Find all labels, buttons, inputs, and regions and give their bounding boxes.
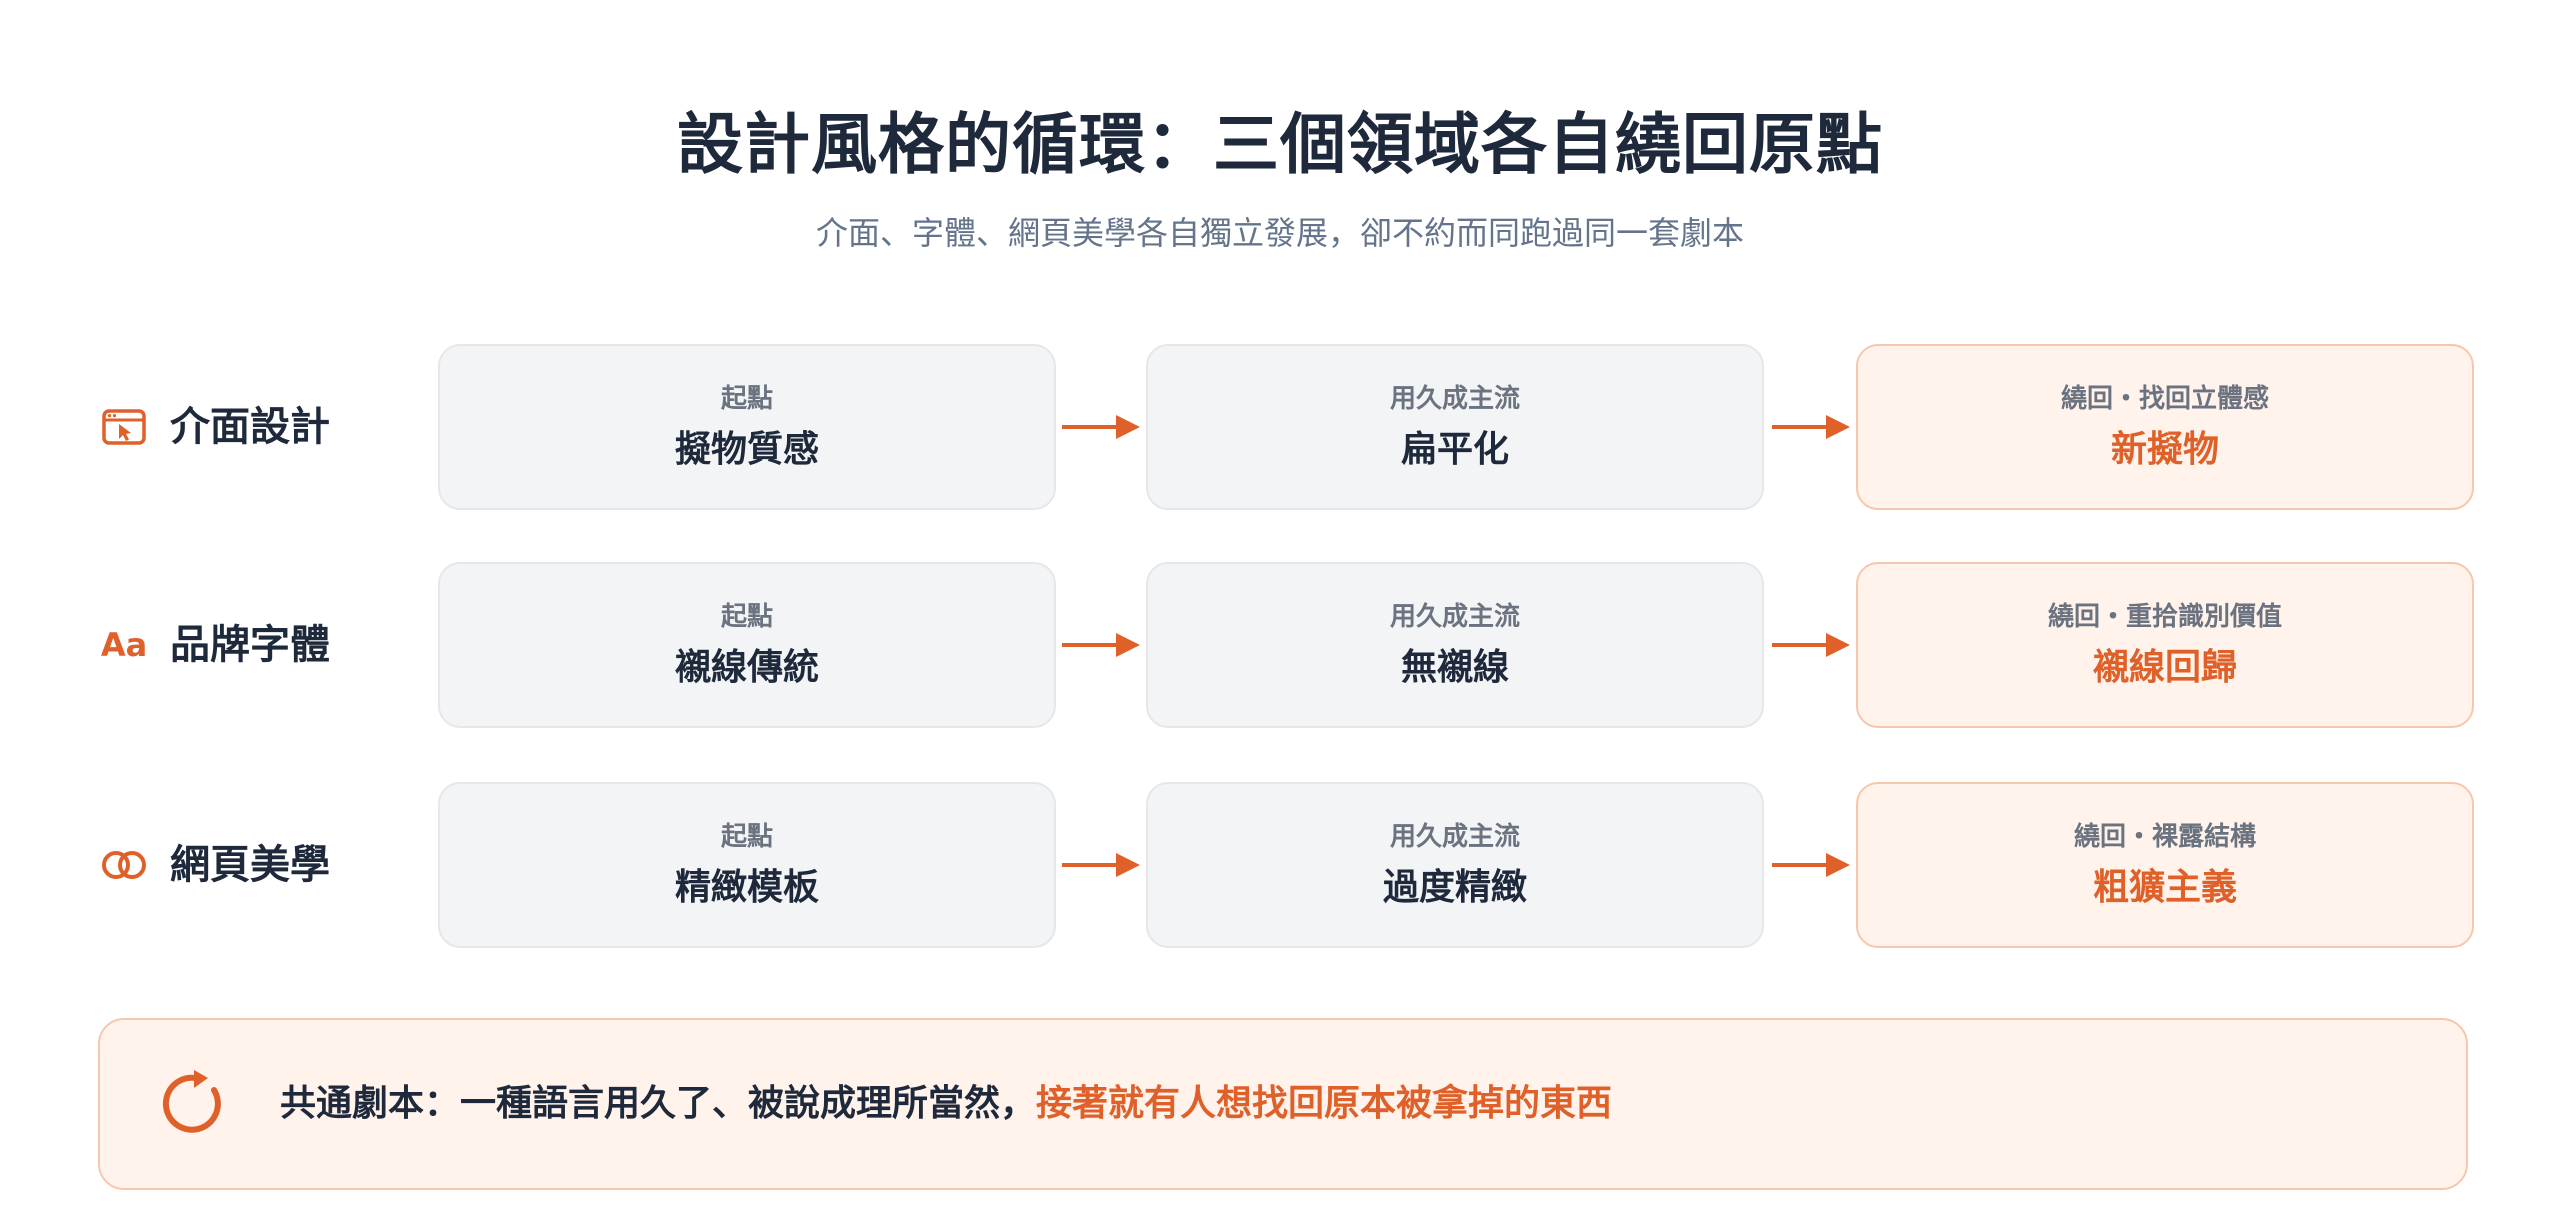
arrow-right-icon bbox=[1062, 853, 1140, 877]
stage-tag: 用久成主流 bbox=[1389, 602, 1520, 632]
browser-window-cursor-icon bbox=[98, 401, 150, 453]
cycle-arrow-icon bbox=[162, 1070, 221, 1133]
row-web-aesthetics: 網頁美學 起點 精緻模板 用久成主流 過度精緻 繞回・裸露結構 粗獷主義 bbox=[0, 782, 2560, 948]
arrow-right-icon bbox=[1772, 853, 1850, 877]
stage-tag: 起點 bbox=[720, 384, 773, 414]
stage-return: 繞回・裸露結構 粗獷主義 bbox=[1856, 782, 2474, 948]
stage-value: 過度精緻 bbox=[1382, 867, 1527, 908]
row-label: 網頁美學 bbox=[98, 782, 438, 948]
stage-start: 起點 擬物質感 bbox=[438, 344, 1056, 510]
arrow-right-icon bbox=[1062, 633, 1140, 657]
stage-start: 起點 襯線傳統 bbox=[438, 562, 1056, 728]
stage-return: 繞回・重拾識別價值 襯線回歸 bbox=[1856, 562, 2474, 728]
stage-value: 新擬物 bbox=[2110, 429, 2219, 470]
stage-value: 精緻模板 bbox=[674, 867, 819, 908]
stage-tag: 繞回・重拾識別價值 bbox=[2047, 602, 2282, 632]
row-label: 介面設計 bbox=[98, 344, 438, 510]
arrow-right-icon bbox=[1772, 633, 1850, 657]
stage-start: 起點 精緻模板 bbox=[438, 782, 1056, 948]
summary-text: 共通劇本：一種語言用久了、被說成理所當然，接著就有人想找回原本被拿掉的東西 bbox=[280, 1079, 1612, 1129]
stage-tag: 起點 bbox=[720, 602, 773, 632]
stage-tag: 起點 bbox=[720, 822, 773, 852]
page-subtitle: 介面、字體、網頁美學各自獨立發展，卻不約而同跑過同一套劇本 bbox=[815, 214, 1744, 252]
stage-value: 扁平化 bbox=[1400, 429, 1509, 470]
row-interface-design: 介面設計 起點 擬物質感 用久成主流 扁平化 繞回・找回立體感 新擬物 bbox=[0, 344, 2560, 510]
page-title: 設計風格的循環：三個領域各自繞回原點 bbox=[677, 106, 1883, 183]
arrow-right-icon bbox=[1772, 415, 1850, 439]
overlapping-circles-icon bbox=[98, 839, 150, 891]
row-name: 品牌字體 bbox=[170, 622, 330, 668]
stage-tag: 繞回・找回立體感 bbox=[2060, 384, 2269, 414]
arrow-right-icon bbox=[1062, 415, 1140, 439]
stage-value: 無襯線 bbox=[1400, 647, 1509, 688]
stage-mainstream: 用久成主流 無襯線 bbox=[1146, 562, 1764, 728]
stage-value: 擬物質感 bbox=[674, 429, 819, 470]
stage-value: 粗獷主義 bbox=[2092, 867, 2237, 908]
stage-tag: 繞回・裸露結構 bbox=[2073, 822, 2256, 852]
row-brand-typeface: Aa 品牌字體 起點 襯線傳統 用久成主流 無襯線 繞回・重拾識別價值 襯線回歸 bbox=[0, 562, 2560, 728]
stage-value: 襯線傳統 bbox=[674, 647, 819, 688]
row-label: Aa 品牌字體 bbox=[98, 562, 438, 728]
stage-mainstream: 用久成主流 扁平化 bbox=[1146, 344, 1764, 510]
row-name: 網頁美學 bbox=[170, 842, 330, 888]
summary-highlight: 接著就有人想找回原本被拿掉的東西 bbox=[1036, 1083, 1613, 1124]
stage-tag: 用久成主流 bbox=[1389, 822, 1520, 852]
summary-banner: 共通劇本：一種語言用久了、被說成理所當然，接著就有人想找回原本被拿掉的東西 bbox=[98, 1018, 2468, 1190]
stage-value: 襯線回歸 bbox=[2092, 647, 2237, 688]
stage-return: 繞回・找回立體感 新擬物 bbox=[1856, 344, 2474, 510]
typeface-icon: Aa bbox=[100, 626, 148, 664]
stage-tag: 用久成主流 bbox=[1389, 384, 1520, 414]
summary-lead: 共通劇本：一種語言用久了、被說成理所當然， bbox=[280, 1083, 1037, 1124]
row-name: 介面設計 bbox=[170, 404, 330, 450]
stage-mainstream: 用久成主流 過度精緻 bbox=[1146, 782, 1764, 948]
